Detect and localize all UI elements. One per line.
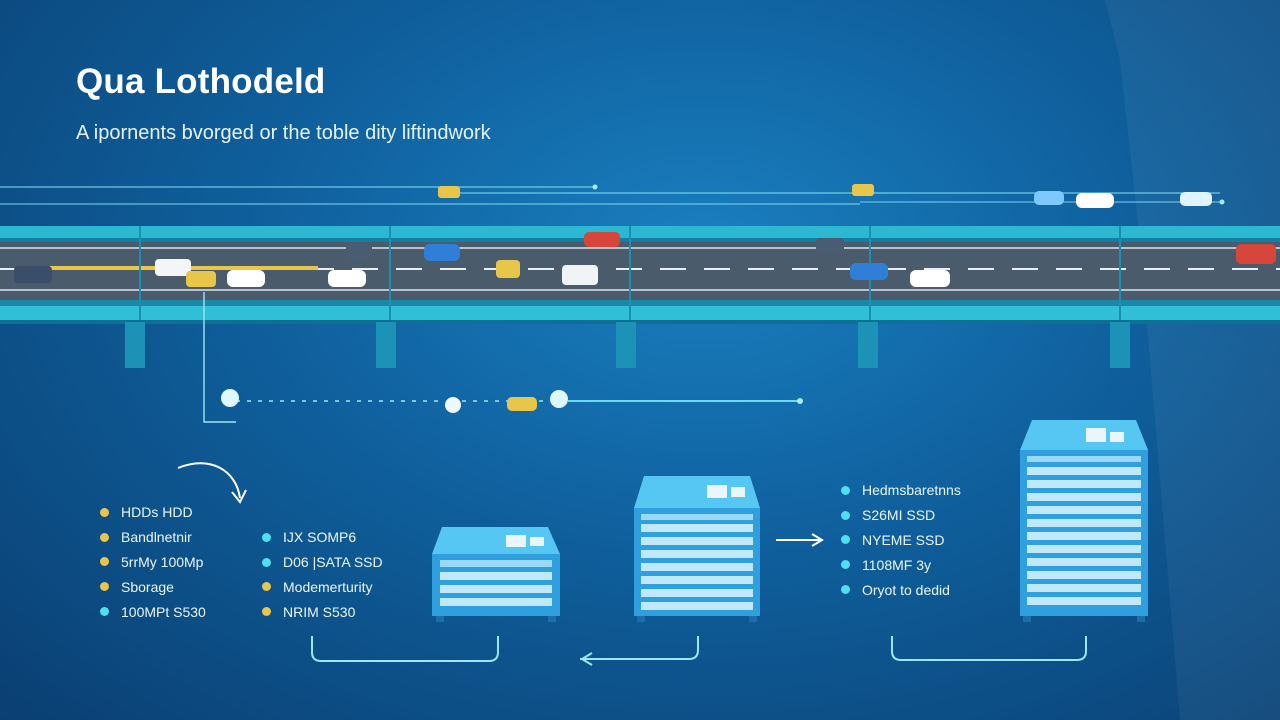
- legend-middle: IJX SOMP6 D06 |SATA SSD Modemerturity NR…: [262, 525, 383, 624]
- legend-item: Hedmsbaretnns: [841, 478, 961, 503]
- legend-dot: [841, 560, 850, 570]
- legend-dot: [100, 507, 109, 517]
- legend-dot: [262, 532, 271, 542]
- car-icon: [346, 243, 372, 259]
- car-icon: [496, 260, 520, 278]
- traffic: [14, 232, 1276, 287]
- legend-right: Hedmsbaretnns S26MI SSD NYEME SSD 1108MF…: [841, 478, 961, 602]
- car-icon: [584, 232, 620, 247]
- legend-item: Bandlnetnir: [100, 525, 206, 550]
- car-icon: [1076, 193, 1114, 208]
- page-title: Qua Lothodeld: [76, 62, 326, 101]
- legend-dot: [100, 607, 109, 617]
- server-rack-icon: [634, 476, 760, 622]
- legend-dot: [100, 532, 109, 542]
- legend-item: Modemerturity: [262, 575, 383, 600]
- legend-item: 100MPt S530: [100, 599, 206, 624]
- data-path: [203, 292, 803, 423]
- car-icon: [424, 244, 460, 261]
- legend-dot: [100, 557, 109, 567]
- car-icon: [850, 263, 888, 280]
- server-rack-icon: [1020, 420, 1148, 622]
- car-icon: [186, 271, 216, 287]
- legend-dot: [262, 582, 271, 592]
- car-icon: [1034, 191, 1064, 205]
- legend-item: NRIM S530: [262, 599, 383, 624]
- legend-dot: [841, 485, 850, 495]
- legend-dot: [841, 585, 850, 595]
- bridge-structure: [0, 226, 1280, 368]
- car-icon: [227, 270, 265, 287]
- car-icon: [507, 397, 537, 411]
- legend-item: 1108MF 3y: [841, 552, 961, 577]
- car-icon: [328, 270, 366, 287]
- legend-item: D06 |SATA SSD: [262, 550, 383, 575]
- car-icon: [1236, 244, 1276, 264]
- legend-dot: [841, 510, 850, 520]
- car-icon: [852, 184, 874, 196]
- legend-item: S26MI SSD: [841, 503, 961, 528]
- legend-item: NYEME SSD: [841, 528, 961, 553]
- legend-item: HDDs HDD: [100, 500, 206, 525]
- legend-dot: [841, 535, 850, 545]
- car-icon: [562, 265, 598, 285]
- bracket-right: [891, 636, 1087, 661]
- legend-dot: [262, 607, 271, 617]
- car-icon: [910, 270, 950, 287]
- server-rack-icon: [432, 527, 560, 622]
- page-subtitle: A ipornents bvorged or the toble dity li…: [76, 122, 491, 144]
- car-icon: [1180, 192, 1212, 206]
- legend-dot: [262, 557, 271, 567]
- bracket-left: [311, 636, 499, 662]
- bracket-middle: [580, 636, 699, 660]
- legend-dot: [100, 582, 109, 592]
- legend-item: Oryot to dedid: [841, 577, 961, 602]
- car-icon: [816, 238, 844, 253]
- legend-item: Sborage: [100, 574, 206, 599]
- car-icon: [14, 266, 52, 283]
- legend-left: HDDs HDD Bandlnetnir 5rrMy 100Mp Sborage…: [100, 500, 206, 624]
- legend-item: 5rrMy 100Mp: [100, 550, 206, 575]
- car-icon: [155, 259, 191, 276]
- legend-item: IJX SOMP6: [262, 525, 383, 550]
- curved-arrow-icon: [177, 462, 241, 499]
- car-icon: [438, 186, 460, 198]
